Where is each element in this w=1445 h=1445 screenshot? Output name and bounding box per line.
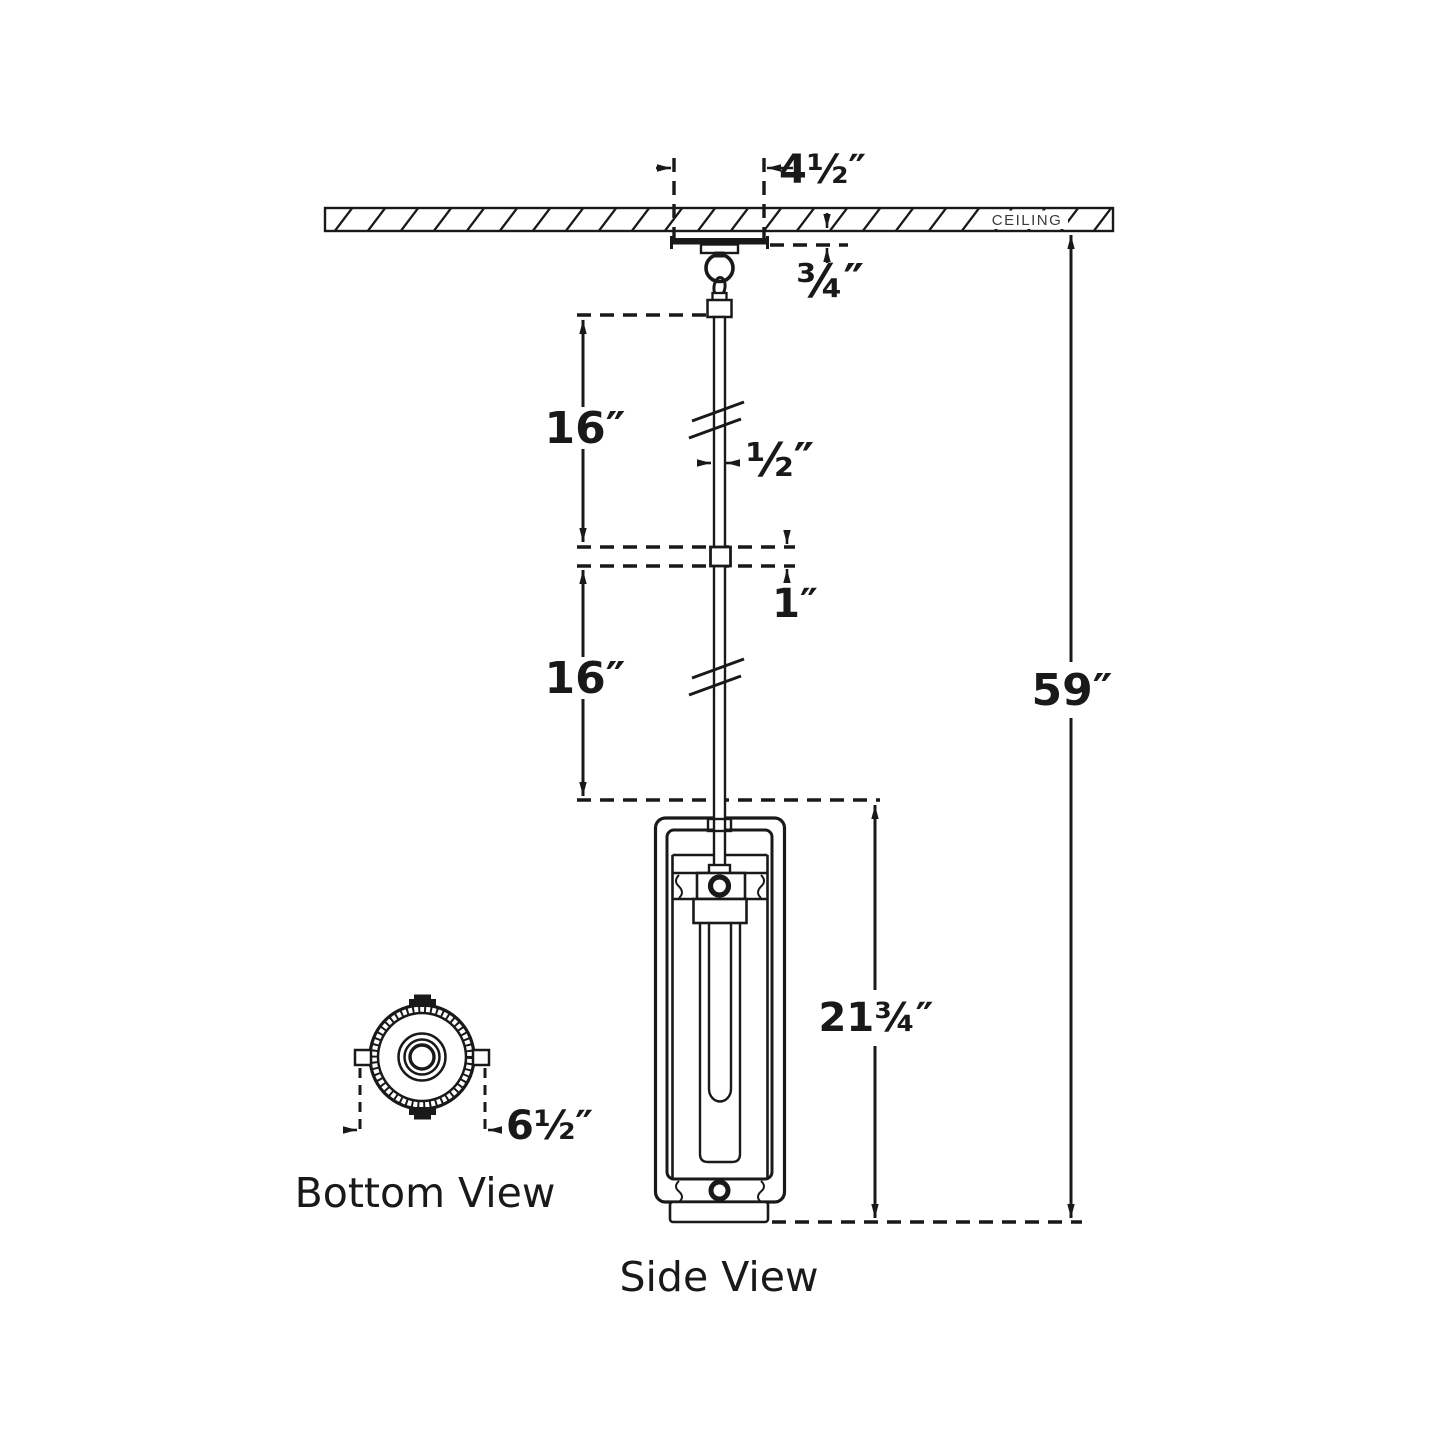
dim-canopy-width: 4½″ <box>656 147 866 193</box>
bottom-view-caption: Bottom View <box>295 1169 556 1217</box>
overall-height-label: 59″ <box>1032 665 1113 716</box>
fixture-side-view <box>653 816 787 1224</box>
upper-stem-label: 16″ <box>545 403 626 454</box>
fixture-bottom-view: 6½″ <box>343 994 593 1149</box>
cylinder-mark <box>675 874 683 899</box>
coupler-label: 1″ <box>772 581 818 627</box>
socket-ring-middle <box>403 1038 441 1076</box>
socket-ring-inner <box>408 1043 436 1071</box>
stem-rod <box>712 315 727 868</box>
canopy-thickness-label: ¾″ <box>796 254 864 308</box>
cylinder-mark <box>757 1180 765 1203</box>
fixture-height-label: 21¾″ <box>819 995 934 1041</box>
stem-connector <box>706 298 733 319</box>
dim-canopy-thickness: ¾″ <box>796 213 864 308</box>
hanger-ring <box>704 252 735 284</box>
dim-upper-stem: 16″ <box>545 320 626 542</box>
ceiling-label: CEILING <box>992 212 1063 229</box>
bottom-screw <box>708 1179 731 1202</box>
canopy-plate <box>671 238 768 245</box>
socket-body <box>692 897 748 925</box>
ceiling-text-backing <box>986 210 1068 229</box>
tab-bottom-step <box>414 1113 431 1120</box>
dim-overall-height: 59″ <box>1032 235 1113 1218</box>
dim-fixture-height: 21¾″ <box>819 805 934 1218</box>
bulb-inner-tube <box>707 923 733 1103</box>
tab-right <box>471 1048 491 1067</box>
cylinder-mark <box>675 1180 683 1203</box>
socket-assembly <box>692 863 748 925</box>
cylinder-mark <box>757 874 765 899</box>
lower-stem-label: 16″ <box>545 653 626 704</box>
dim-coupler: 1″ <box>772 530 818 627</box>
canopy-assembly <box>670 236 769 319</box>
tab-left <box>353 1048 373 1067</box>
ceiling-band: CEILING <box>323 206 1115 233</box>
tab-top <box>409 999 436 1007</box>
socket-ring-outer <box>397 1032 447 1082</box>
dim-lower-stem: 16″ <box>545 570 626 796</box>
extension-lines <box>577 158 1082 1224</box>
stem-coupler <box>709 545 732 568</box>
canopy-width-label: 4½″ <box>779 147 866 193</box>
tab-top-step <box>414 994 431 1001</box>
dim-stem-diameter: ½″ <box>697 433 814 487</box>
fixture-width-label: 6½″ <box>506 1103 593 1149</box>
rod-break-marks <box>688 400 745 697</box>
rod-collar <box>706 817 733 833</box>
bottom-view-inner-rim <box>376 1011 468 1103</box>
side-view-caption: Side View <box>620 1253 819 1301</box>
stem-diameter-label: ½″ <box>746 433 814 487</box>
socket-screw <box>707 874 732 898</box>
knurled-rim <box>370 1005 474 1109</box>
tab-bottom <box>409 1107 436 1115</box>
bottom-cap <box>668 1200 770 1224</box>
